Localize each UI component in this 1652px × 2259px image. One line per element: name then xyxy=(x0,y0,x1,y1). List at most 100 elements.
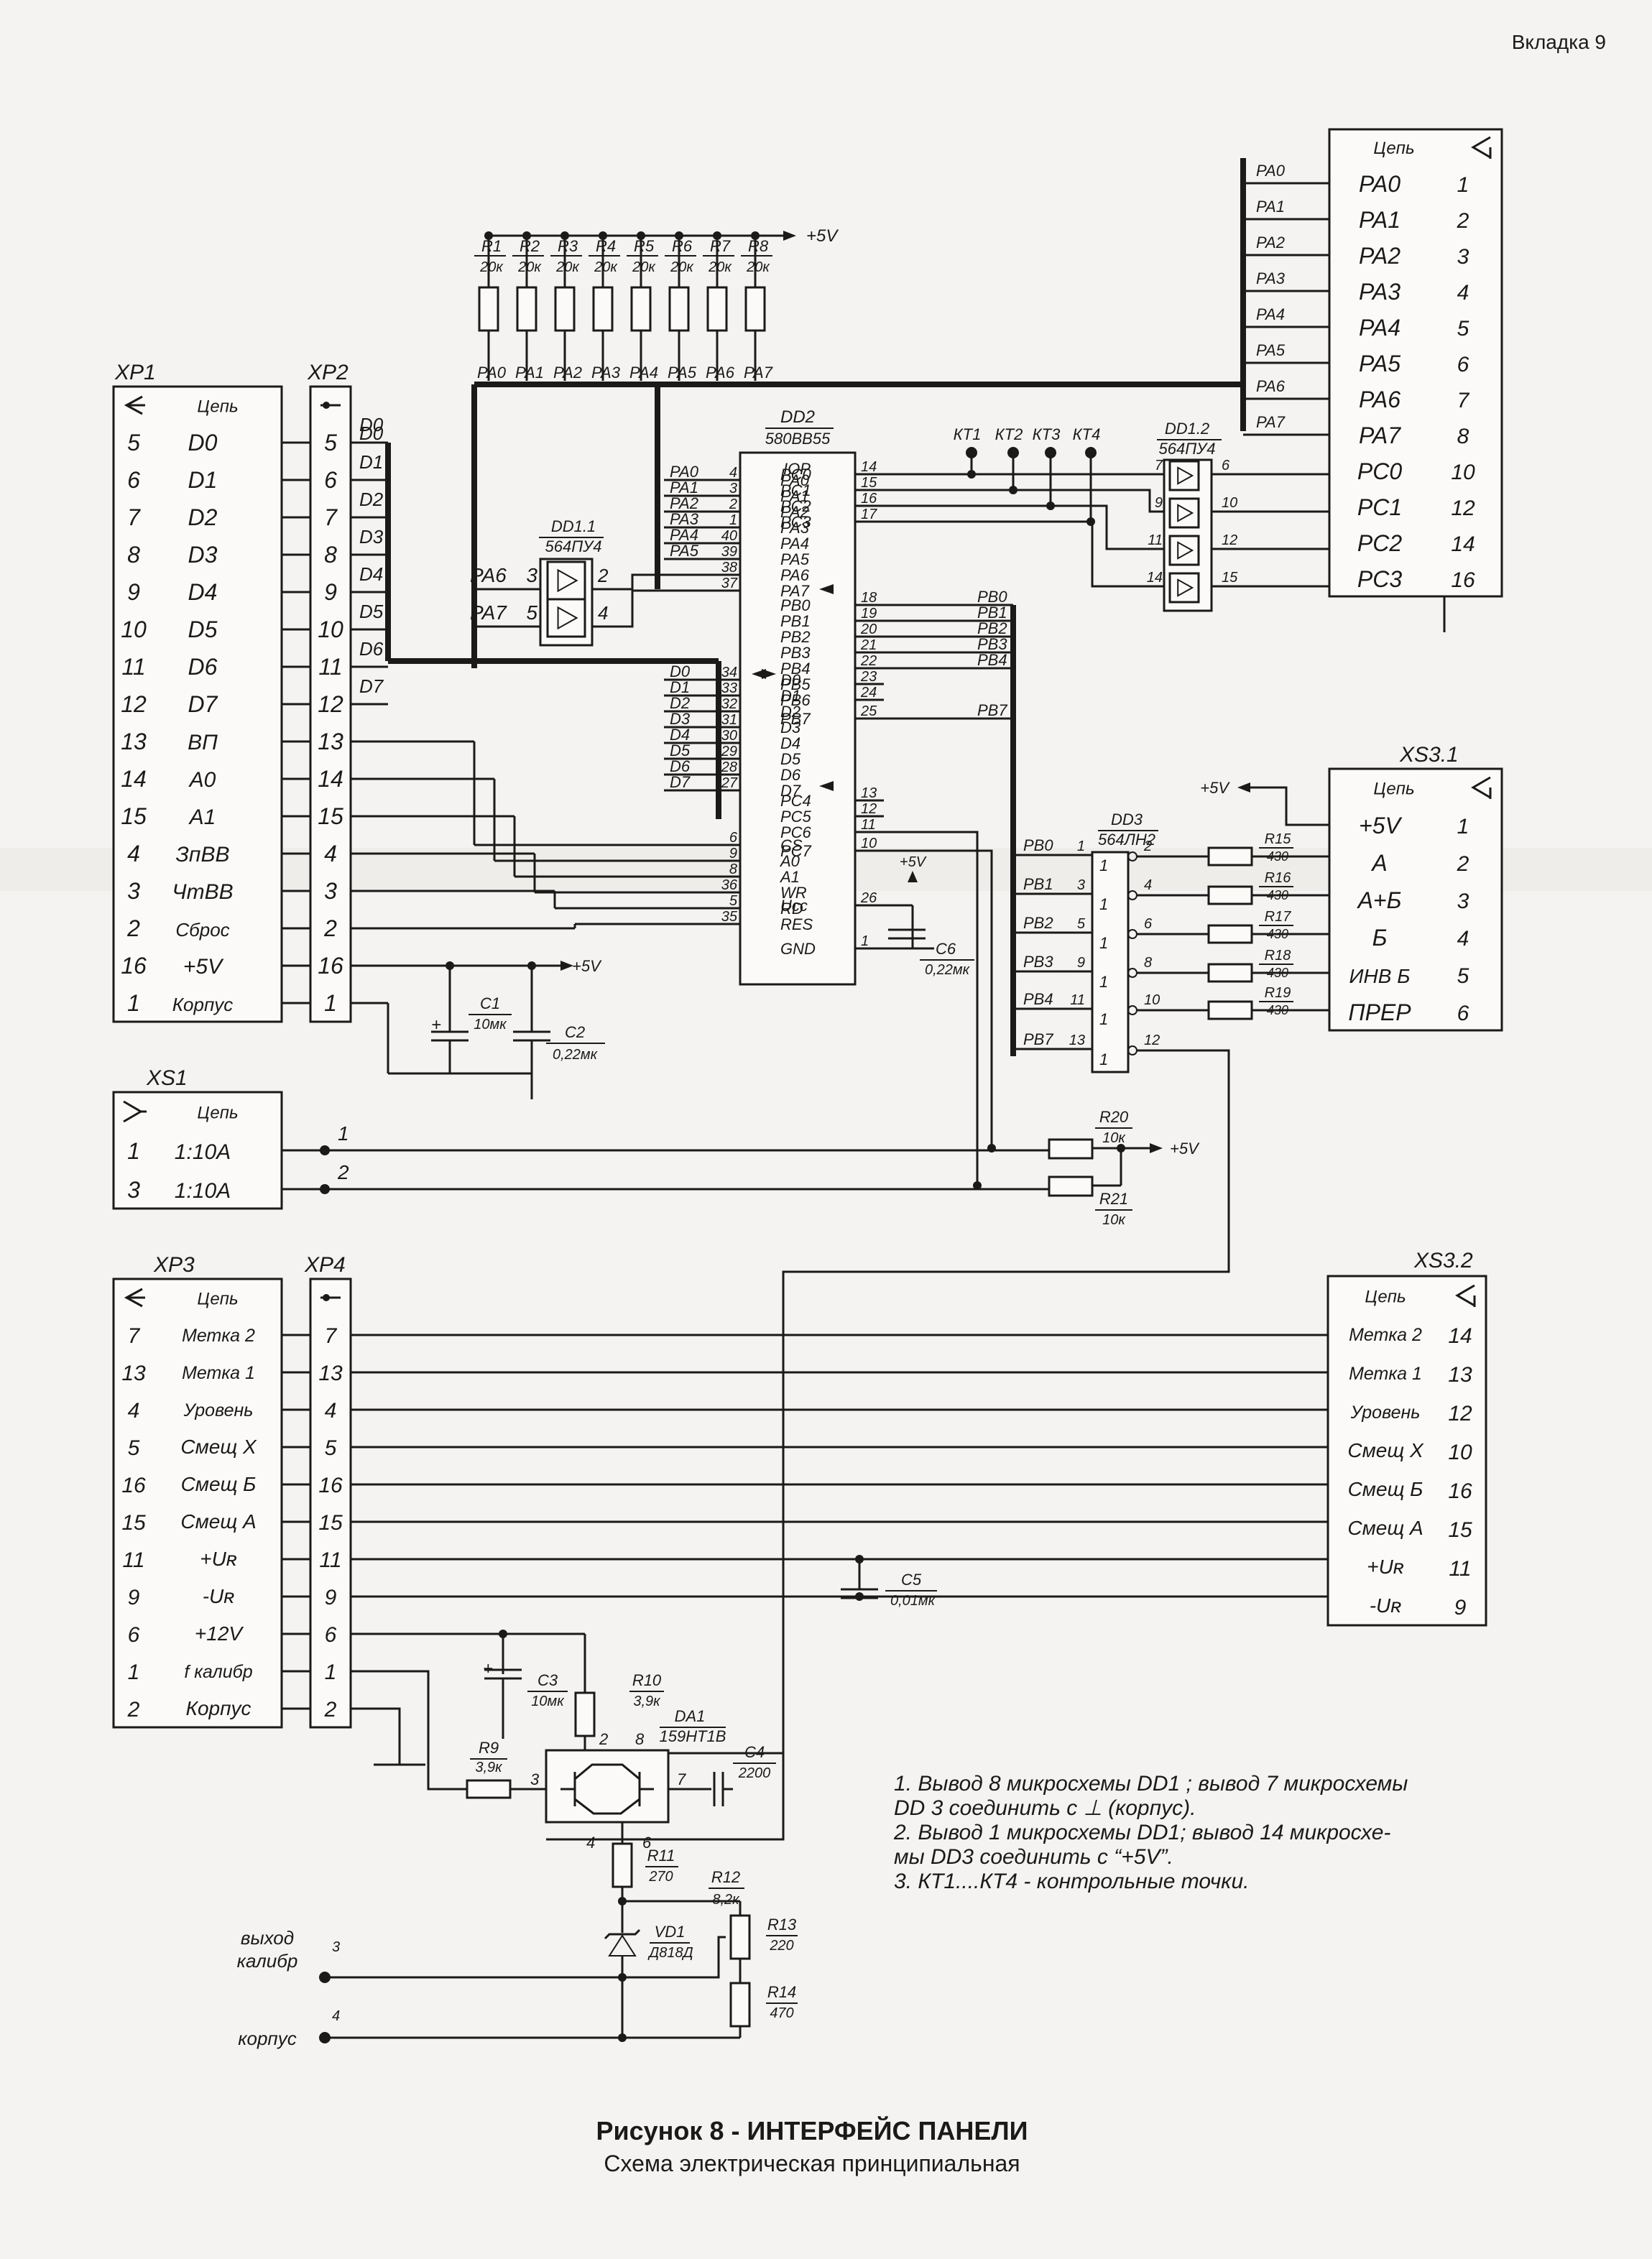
vd1-ref: VD1 xyxy=(655,1923,686,1941)
plus5v-label: +5V xyxy=(1200,779,1230,797)
wire xyxy=(855,504,1164,550)
r13-val: 220 xyxy=(769,1938,793,1954)
vd1-part: Д818Д xyxy=(647,1945,693,1961)
xp4-pin: 1 xyxy=(325,1660,337,1684)
xs32-pin: 9 xyxy=(1454,1596,1467,1620)
res-ref: R2 xyxy=(520,237,540,255)
xp3-pin: 1 xyxy=(128,1660,140,1684)
xp2-pin: 4 xyxy=(324,841,337,867)
bus-label: D1 xyxy=(359,451,383,473)
c5-ref: C5 xyxy=(901,1571,922,1589)
c1-ref: C1 xyxy=(480,994,500,1012)
dd2-pin-num: 23 xyxy=(860,669,877,685)
plus5v-label: +5V xyxy=(900,854,927,870)
junction-dot xyxy=(855,1592,864,1601)
dd2-pin-num: 22 xyxy=(860,653,877,669)
net-label: PA2 xyxy=(553,364,582,382)
xs32-signal: Метка 1 xyxy=(1349,1364,1422,1384)
pa-net: PA7 xyxy=(1256,413,1286,431)
r21-symbol xyxy=(1048,1175,1094,1197)
pa-net: PA3 xyxy=(1256,269,1286,287)
bus-label: D5 xyxy=(359,601,384,622)
buffer-triangle xyxy=(557,606,578,630)
res-val: 20к xyxy=(670,259,694,275)
dd2-pin-name: D3 xyxy=(780,719,801,736)
xp3-pin: 9 xyxy=(128,1586,140,1609)
dd2-pin-name: PB4 xyxy=(780,660,811,678)
xp3-title: XP3 xyxy=(153,1253,195,1277)
dd2-pin-num: 37 xyxy=(721,576,738,591)
res-ref: R17 xyxy=(1265,909,1292,925)
dd2-pin-num: 21 xyxy=(860,637,877,653)
conn-signal: PC1 xyxy=(1357,494,1402,520)
r10-ref: R10 xyxy=(632,1671,662,1689)
conn-signal: PA6 xyxy=(1359,387,1400,412)
xp4-pin: 15 xyxy=(318,1511,343,1535)
pull-resistor xyxy=(1207,924,1253,944)
res-val: 20к xyxy=(517,259,542,275)
xs32-signal: Смещ Б xyxy=(1348,1478,1423,1500)
xs32-signal: Уровень xyxy=(1350,1403,1421,1423)
dd2-pin-name: PB7 xyxy=(780,710,811,728)
dd2-pin-num: 39 xyxy=(721,544,737,560)
xs32-pin: 13 xyxy=(1448,1363,1472,1387)
dd2-pin-num: 32 xyxy=(721,696,737,712)
dd2-pin-num: 5 xyxy=(729,893,738,909)
dd2-pin-num: 30 xyxy=(721,728,737,744)
dd3-pin: 1 xyxy=(1077,839,1085,854)
output-num: 3 xyxy=(332,1939,340,1955)
conn-signal: PA7 xyxy=(1359,422,1401,448)
conn-pin: 14 xyxy=(1451,532,1475,556)
pb-net: PB0 xyxy=(977,588,1007,606)
dd2-net: D0 xyxy=(670,662,691,680)
r14-ref: R14 xyxy=(767,1983,796,2001)
pullup-resistor xyxy=(668,286,690,332)
xs1-wire: 2 xyxy=(337,1161,349,1183)
r21-ref: R21 xyxy=(1099,1190,1128,1208)
pa-net: PA5 xyxy=(1256,341,1286,359)
xp3-pin: 2 xyxy=(127,1698,140,1722)
dd2-pin-name: A0 xyxy=(779,852,800,870)
xp2-pin: 3 xyxy=(324,878,337,904)
testpoint-label: КТ1 xyxy=(954,425,982,443)
dd3-net: PB4 xyxy=(1023,990,1053,1008)
xs32-signal: +Uʀ xyxy=(1367,1556,1404,1578)
arrow-icon xyxy=(783,231,796,241)
r13-ref: R13 xyxy=(767,1916,797,1934)
res-ref: R16 xyxy=(1265,870,1292,886)
junction-dot xyxy=(987,1144,996,1152)
dd12-pin: 12 xyxy=(1222,532,1237,548)
conn-signal: PA1 xyxy=(1359,207,1400,233)
xs31-connector xyxy=(1328,767,1503,1032)
contact-icon xyxy=(320,1184,330,1194)
xp2-pin: 13 xyxy=(318,729,343,754)
testpoint-label: КТ2 xyxy=(995,425,1023,443)
note-line: 3. КТ1....КТ4 - контрольные точки. xyxy=(894,1870,1249,1893)
res-val: 430 xyxy=(1267,849,1288,864)
res-ref: R6 xyxy=(672,237,693,255)
bus-label: D3 xyxy=(359,526,384,548)
pa-net: PA1 xyxy=(1256,198,1285,216)
note-line: 2. Вывод 1 микросхемы DD1; вывод 14 микр… xyxy=(893,1821,1390,1844)
dd11-pin: 4 xyxy=(598,602,608,624)
xp3-signal: Смещ А xyxy=(180,1510,256,1533)
dd2-pin-name: PC2 xyxy=(780,497,811,515)
dd2-pin-num: 4 xyxy=(729,465,737,481)
da1-pin: 4 xyxy=(586,1834,595,1852)
xp1-pin: 2 xyxy=(126,915,140,941)
dd2-pin-name: PA3 xyxy=(780,519,810,537)
buffer-triangle xyxy=(1177,466,1194,485)
res-val: 430 xyxy=(1267,1003,1288,1017)
dd2-pin-name: D5 xyxy=(780,750,801,768)
xp4-pin: 11 xyxy=(319,1548,341,1572)
transistor-icon xyxy=(574,1763,640,1780)
res-ref: R3 xyxy=(558,237,578,255)
dd2-pin-num: 31 xyxy=(721,712,737,728)
dd2-pin-name: PB6 xyxy=(780,691,811,709)
wire xyxy=(592,573,740,591)
pullup-resistor xyxy=(592,286,614,332)
xp2-pin: 1 xyxy=(324,990,337,1016)
zener-diode-icon xyxy=(604,1928,641,1940)
xp3-pin: 7 xyxy=(128,1324,141,1348)
dd2-pin-num: 13 xyxy=(861,785,877,801)
